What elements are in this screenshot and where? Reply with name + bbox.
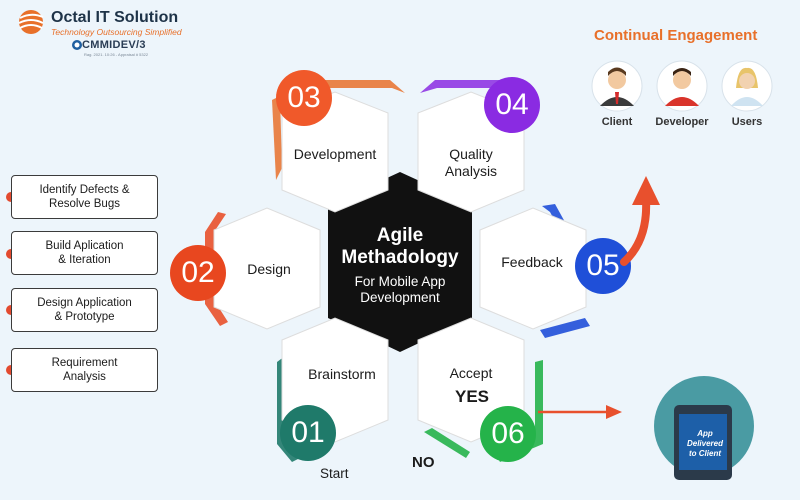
stage-box-build-application: Build Aplication & Iteration [11, 231, 158, 275]
persona-label-client: Client [601, 116, 633, 128]
no-label: NO [412, 454, 435, 471]
persona-label-users: Users [731, 116, 763, 128]
stage-number-06: 06 [491, 417, 525, 450]
persona-client-icon [591, 60, 643, 112]
circle-02 [170, 245, 226, 301]
stage-number-03: 03 [287, 81, 321, 114]
accent-development-side [272, 96, 282, 180]
circle-06 [480, 406, 536, 462]
hex-feedback [479, 207, 587, 330]
accent-accept-left [424, 428, 470, 458]
hex-label-development: Development [293, 146, 377, 162]
center-subtitle: For Mobile App Development [354, 274, 446, 305]
persona-users-icon [721, 60, 773, 112]
cmmi-note: Rag. 2021. 10:26 - Appraisal # 5322 [84, 52, 149, 57]
hex-label-quality-analysis: Quality Analysis [444, 146, 498, 179]
brand-tagline: Technology Outsourcing Simplified [51, 27, 182, 37]
circle-04 [484, 77, 540, 133]
circle-01 [280, 405, 336, 461]
delivery-arrow [538, 405, 622, 419]
stage-box-requirement-analysis: Requirement Analysis [11, 348, 158, 392]
number-circles [170, 70, 631, 462]
stage-number-05: 05 [586, 249, 620, 282]
stage-number-02: 02 [181, 256, 215, 289]
stage-box-identify-defects: Identify Defects & Resolve Bugs [11, 175, 158, 219]
hex-label-accept: Accept [449, 365, 493, 381]
center-hexagon [328, 172, 472, 352]
yes-label: YES [454, 387, 490, 406]
hex-label-design: Design [247, 261, 291, 277]
stage-box-design-application: Design Application & Prototype [11, 288, 158, 332]
stage-number-01: 01 [291, 416, 325, 449]
start-label: Start [320, 466, 349, 481]
hex-label-brainstorm: Brainstorm [308, 366, 376, 382]
continual-engagement-title: Continual Engagement [594, 27, 758, 44]
app-delivered-label: App Delivered to Client [686, 429, 724, 458]
hex-design [213, 207, 321, 330]
accent-feedback-bottom [540, 318, 590, 338]
stage-number-04: 04 [495, 88, 529, 121]
cmmi-logo-icon [72, 40, 82, 50]
persona-label-developer: Developer [655, 116, 709, 128]
hex-label-feedback: Feedback [501, 254, 563, 270]
app-delivered-illustration [654, 376, 754, 480]
cmmi-badge: CMMIDEV/3 [82, 39, 146, 51]
accent-accept [496, 360, 543, 462]
engagement-arrow [620, 176, 660, 266]
circle-03 [276, 70, 332, 126]
circle-05 [575, 238, 631, 294]
brand-name: Octal IT Solution [51, 9, 179, 26]
persona-developer-icon [656, 60, 708, 112]
center-title: Agile Methadology [341, 225, 459, 268]
octal-logo-icon [18, 10, 44, 34]
